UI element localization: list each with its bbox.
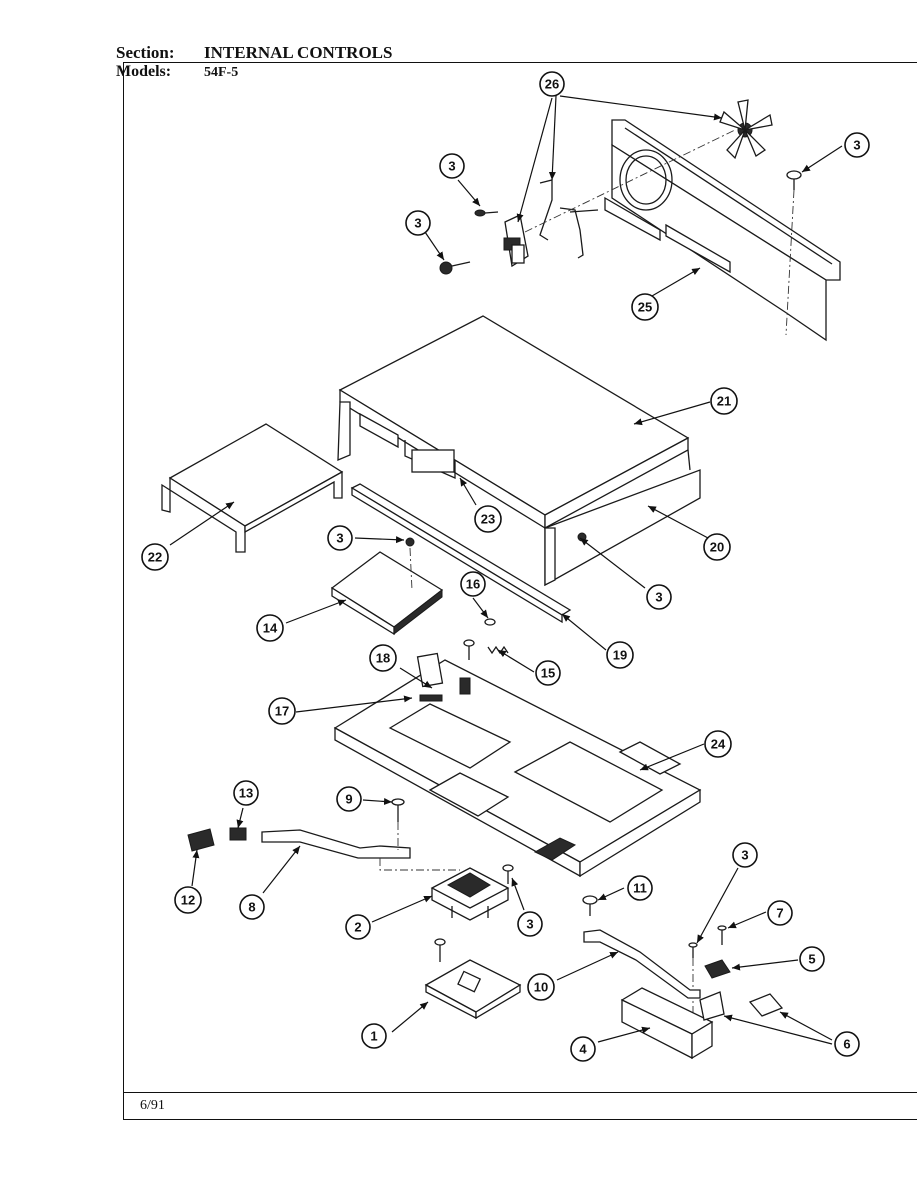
svg-text:12: 12: [181, 893, 195, 908]
svg-text:16: 16: [466, 577, 480, 592]
svg-text:25: 25: [638, 300, 652, 315]
svg-text:6: 6: [843, 1037, 850, 1052]
svg-text:5: 5: [808, 952, 815, 967]
models-value: 54F-5: [204, 65, 239, 80]
svg-text:7: 7: [776, 906, 783, 921]
callout-5: 5: [799, 946, 825, 972]
svg-text:15: 15: [541, 666, 555, 681]
svg-text:19: 19: [613, 648, 627, 663]
callout-20: 20: [703, 533, 731, 561]
callout-12: 12: [174, 886, 202, 914]
callout-16: 16: [460, 571, 486, 597]
svg-text:22: 22: [148, 550, 162, 565]
callout-23: 23: [474, 505, 502, 533]
svg-text:20: 20: [710, 540, 724, 555]
models-header: Models: 54F-5: [116, 63, 238, 81]
svg-text:8: 8: [248, 900, 255, 915]
svg-text:3: 3: [336, 531, 343, 546]
callout-9: 9: [336, 786, 362, 812]
support-rod-part: [350, 483, 572, 624]
switch-part: [704, 959, 731, 979]
svg-text:24: 24: [711, 737, 726, 752]
spring-part: [187, 827, 247, 852]
leader-lines: [169, 95, 843, 1045]
section-header: Section: INTERNAL CONTROLS: [116, 44, 392, 61]
svg-text:3: 3: [448, 159, 455, 174]
svg-text:2: 2: [354, 920, 361, 935]
svg-text:14: 14: [263, 621, 278, 636]
callout-19: 19: [606, 641, 634, 669]
callout-26: 26: [539, 71, 565, 97]
control-panel-part: [333, 652, 702, 878]
callout-17: 17: [268, 697, 296, 725]
callout-22: 22: [141, 543, 169, 571]
callout-6: 6: [834, 1031, 860, 1057]
callout-11: 11: [627, 875, 653, 901]
callout-3: 3: [517, 911, 543, 937]
lever-part: [583, 929, 701, 999]
callout-1: 1: [361, 1023, 387, 1049]
svg-text:21: 21: [717, 394, 731, 409]
svg-text:3: 3: [853, 138, 860, 153]
screw-part: [439, 170, 802, 275]
svg-text:4: 4: [579, 1042, 587, 1057]
svg-text:1: 1: [370, 1029, 377, 1044]
circuit-board-part: [330, 551, 444, 636]
switch-bracket-part: [424, 959, 522, 1020]
fan-bracket-part: [604, 119, 841, 342]
callout-10: 10: [527, 973, 555, 1001]
callout-25: 25: [631, 293, 659, 321]
svg-text:3: 3: [526, 917, 533, 932]
diagram-frame: [123, 62, 917, 1120]
callout-3: 3: [646, 584, 672, 610]
section-label: Section:: [116, 43, 175, 62]
fan-motor-part: [503, 179, 599, 268]
switch-assembly-part: [430, 867, 510, 921]
callout-3: 3: [327, 525, 353, 551]
footer-divider: [123, 1092, 917, 1093]
screw-part: [582, 895, 727, 958]
callout-3: 3: [439, 153, 465, 179]
switch-part: [748, 993, 784, 1017]
svg-text:23: 23: [481, 512, 495, 527]
control-cover-part: [337, 315, 701, 587]
screw-part: [391, 798, 514, 962]
svg-text:10: 10: [534, 980, 548, 995]
svg-text:3: 3: [655, 590, 662, 605]
mounting-bracket-part: [620, 987, 725, 1060]
svg-text:9: 9: [345, 792, 352, 807]
svg-text:3: 3: [414, 216, 421, 231]
svg-text:11: 11: [633, 881, 647, 896]
callout-3: 3: [732, 842, 758, 868]
callout-18: 18: [369, 644, 397, 672]
callout-14: 14: [256, 614, 284, 642]
callout-24: 24: [704, 730, 732, 758]
svg-text:17: 17: [275, 704, 289, 719]
svg-text:3: 3: [741, 848, 748, 863]
callout-2: 2: [345, 914, 371, 940]
callout-3: 3: [405, 210, 431, 236]
revision-date: 6/91: [140, 1098, 165, 1113]
callout-13: 13: [233, 780, 259, 806]
models-label: Models:: [116, 63, 172, 80]
side-shield-part: [161, 423, 344, 553]
svg-text:13: 13: [239, 786, 253, 801]
callout-21: 21: [710, 387, 738, 415]
link-arm-part: [261, 829, 411, 859]
svg-text:26: 26: [545, 77, 559, 92]
callout-4: 4: [570, 1036, 596, 1062]
section-title: INTERNAL CONTROLS: [204, 43, 393, 62]
screw-part: [463, 618, 496, 660]
fan-blade-part: [719, 99, 773, 160]
callout-3: 3: [844, 132, 870, 158]
svg-text:18: 18: [376, 651, 390, 666]
callout-8: 8: [239, 894, 265, 920]
callout-15: 15: [535, 660, 561, 686]
callout-7: 7: [767, 900, 793, 926]
